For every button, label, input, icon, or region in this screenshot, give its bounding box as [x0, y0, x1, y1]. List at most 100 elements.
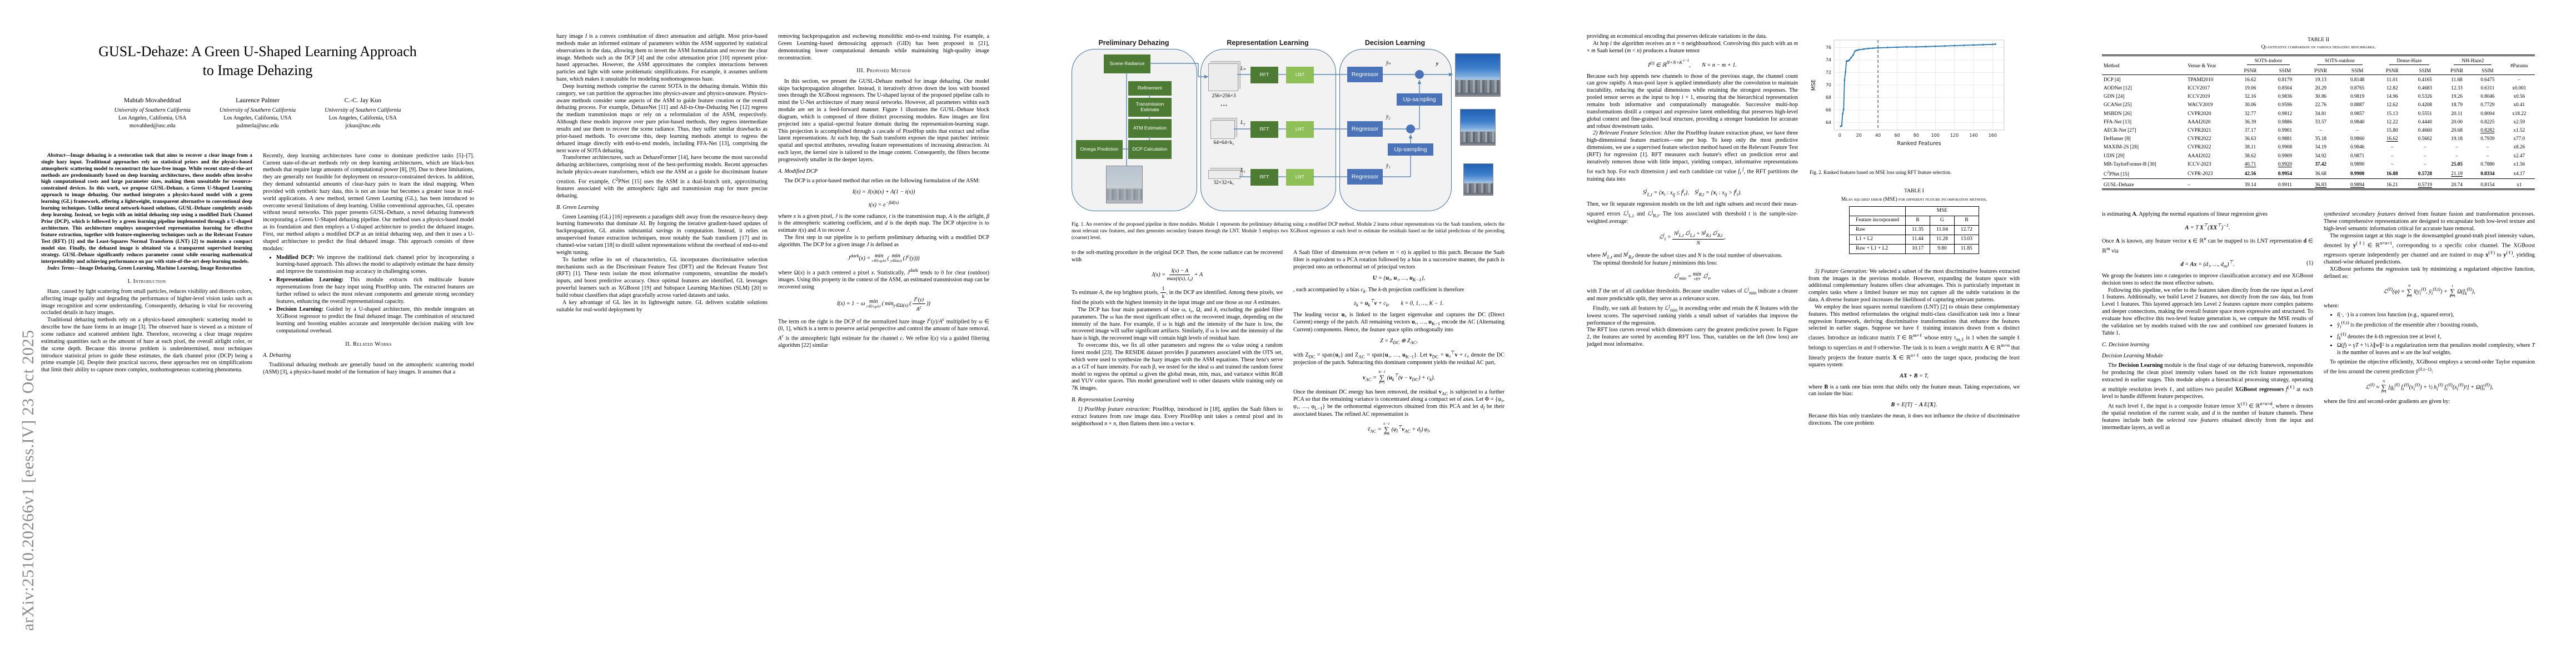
- paragraph: We employ the least squares normal trans…: [1808, 303, 2020, 368]
- page-5: TABLE II Quantitative comparison on vari…: [2061, 0, 2576, 667]
- paragraph: Because this bias only translates the me…: [1808, 413, 2020, 426]
- tensor-32: [1208, 170, 1240, 179]
- paragraph: The regression target at this stage is t…: [2324, 232, 2535, 266]
- merge-node: [1415, 70, 1424, 79]
- tensor-dim-label: 256×256×3: [1212, 93, 1236, 99]
- subsection-heading: B. Representation Learning: [1072, 397, 1134, 404]
- subsection-heading: C. Decision learning: [2102, 341, 2150, 348]
- residual-label: y̆ₙ: [1386, 61, 1391, 66]
- svg-text:0: 0: [1838, 133, 1841, 138]
- scene-radiance-box: Scene Radiance: [1104, 54, 1150, 73]
- paragraph: The Decision Learning module is the fina…: [2102, 362, 2314, 400]
- svg-text:76: 76: [1826, 45, 1831, 50]
- regressor-box: Regressor: [1347, 67, 1383, 82]
- arxiv-watermark: arXiv:2510.20266v1 [eess.IV] 23 Oct 2025: [19, 330, 37, 631]
- paragraph: 1) PixelHop feature extraction: PixelHop…: [1072, 406, 1283, 427]
- equation: vAC = K−1∑k=1 (uk⊤(v − vDC) + ck).: [1363, 370, 1435, 385]
- subsection-heading: B. Green Learning: [556, 204, 599, 211]
- equation: ṽAC = L−1∑l=0 (φl⊤vAC + dl) φl,: [1367, 421, 1431, 437]
- paragraph: 3) Feature Generation: We selected a sub…: [1808, 268, 2020, 303]
- text-column: providing an economical encoding that pr…: [1587, 33, 1798, 427]
- text-column: is estimating A. Applying the normal equ…: [2102, 211, 2313, 431]
- paragraph: In this section, we present the GUSL-Deh…: [778, 78, 989, 163]
- figure-2-caption: Fig. 2. Ranked features based on MSE los…: [1810, 169, 1952, 175]
- text-column: removing backpropagation and eschewing m…: [778, 33, 989, 350]
- page-4: providing an economical encoding that pr…: [1546, 0, 2061, 667]
- paragraph: The RFT loss curves reveal which dimensi…: [1587, 327, 1798, 348]
- subsection-heading: A. Modified DCP: [778, 168, 818, 175]
- svg-text:100: 100: [1931, 133, 1940, 138]
- regressor-box: Regressor: [1347, 169, 1383, 185]
- table-1: TABLE I Mean squared error (MSE) for dif…: [1808, 188, 2020, 254]
- paragraph: Green Learning (GL) [16] represents a pa…: [556, 213, 768, 256]
- paragraph: providing an economical encoding that pr…: [1587, 33, 1767, 39]
- abstract-text: Index Terms—Image Dehazing, Green Learni…: [47, 265, 242, 271]
- svg-text:140: 140: [1969, 133, 1977, 138]
- paragraph: The DCP has four main parameters of size…: [1072, 306, 1283, 342]
- paragraph: At hop i the algorithm receives an n × n…: [1587, 40, 1798, 54]
- level-label: L₁: [1240, 168, 1245, 173]
- section-heading: III. Proposed Method: [856, 68, 911, 74]
- paragraph: Transformer architectures, such as Dehaz…: [556, 155, 768, 199]
- upsampling-box: Up-sampling: [1388, 143, 1433, 156]
- paragraph: removing backpropagation and eschewing m…: [778, 33, 989, 61]
- paragraph: To optimize the objective efficiently, X…: [2324, 359, 2535, 375]
- module-label-representation-learning: Representation Learning: [1227, 39, 1309, 47]
- section-heading: I. Introduction: [127, 278, 166, 285]
- paragraph: The first step in our pipeline is to per…: [778, 235, 989, 248]
- level-label: Lₙ: [1240, 66, 1246, 72]
- final-output-label: y: [1436, 61, 1439, 67]
- page-2: hazy image I is a convex combination of …: [515, 0, 1030, 667]
- transmission-estimate-box: Transmission Estimate: [1128, 98, 1172, 117]
- paragraph: where the first and second-order gradien…: [2324, 398, 2450, 405]
- paper-title: GUSL-Dehaze: A Green U-Shaped Learning A…: [98, 43, 417, 79]
- paragraph: The DCP is a prior-based method that rel…: [784, 177, 980, 184]
- merge-node: [1406, 125, 1415, 133]
- equation: AX + B = T,: [1900, 372, 1929, 379]
- paragraph: Traditional dehazing methods are general…: [263, 361, 474, 375]
- figure-1-caption: Fig. 1. An overview of the proposed pipe…: [1072, 221, 1504, 240]
- svg-text:80: 80: [1914, 133, 1919, 138]
- tensor-dim-label: 32×32×k₁: [1213, 180, 1234, 186]
- paragraph: where Ω(x) is a patch centered a pixel x…: [778, 267, 989, 290]
- residual-label: y̆₂: [1386, 115, 1391, 120]
- equation: Z = ZDC ⊕ ZAC,: [1380, 337, 1418, 345]
- text-column: synthesized secondary features derived f…: [2324, 211, 2535, 431]
- paragraph: Finally, we rank all features by ℒjmin i…: [1587, 302, 1798, 326]
- svg-text:Ranked Features: Ranked Features: [1897, 141, 1941, 147]
- hazy-input-image: [1106, 166, 1143, 203]
- paragraph: At each level ℓ, the input is a composit…: [2102, 400, 2314, 431]
- paragraph: Haze, caused by light scattering from sm…: [41, 288, 252, 316]
- svg-text:68: 68: [1826, 95, 1831, 100]
- svg-text:160: 160: [1989, 133, 1997, 138]
- svg-text:40: 40: [1875, 133, 1881, 138]
- tensor-dim-label: 64×64×k₂: [1213, 140, 1234, 146]
- paragraph: is estimating A. Applying the normal equ…: [2102, 211, 2268, 218]
- paragraph: To estimate A, the top brightest pixels,…: [1072, 286, 1283, 306]
- ellipsis: ···: [1220, 101, 1228, 109]
- text-column: Abstract—Image dehazing is a restoration…: [41, 153, 252, 376]
- equation: B = E[T] − A E[X].: [1891, 402, 1937, 409]
- equation: I(i) ∈ ℝN×N×K i−1, N = n − m + 1.: [1648, 58, 1737, 68]
- rft-box: RFT: [1250, 121, 1278, 138]
- text-column: hazy image I is a convex combination of …: [556, 33, 768, 350]
